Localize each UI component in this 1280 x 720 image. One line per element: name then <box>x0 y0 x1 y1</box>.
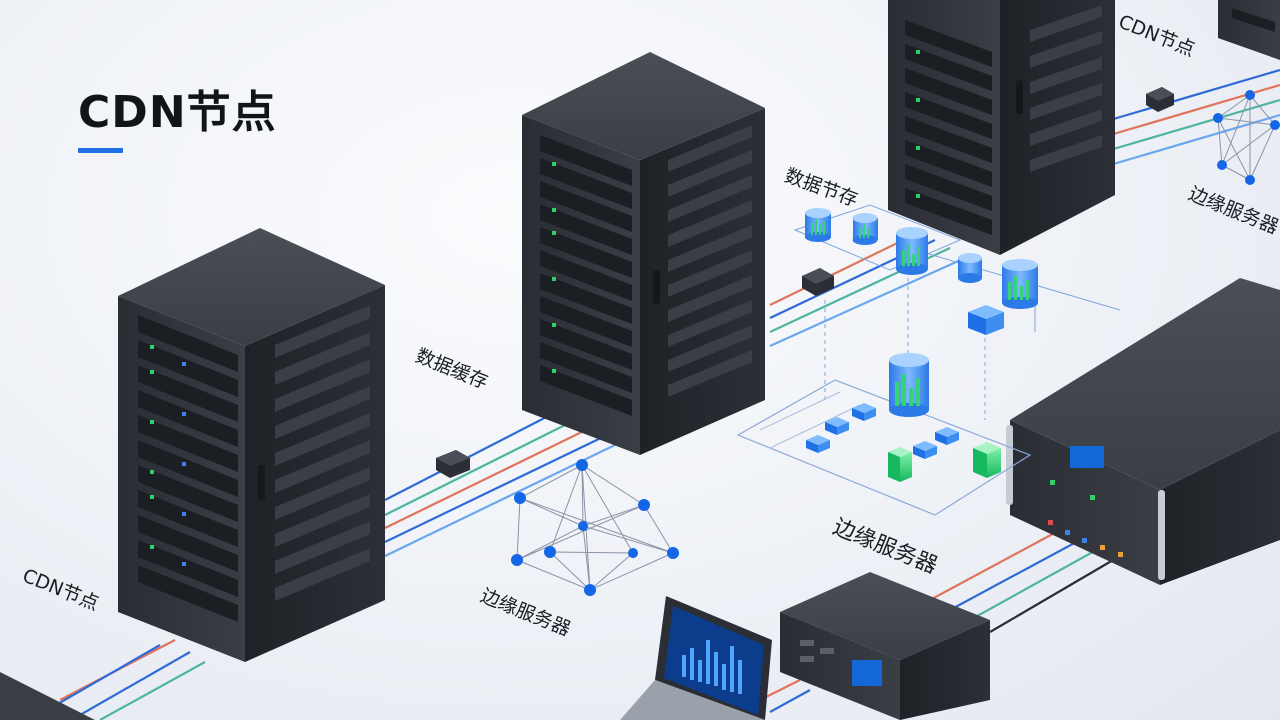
server-rack-left <box>118 228 385 662</box>
edge-server-appliance <box>1006 278 1280 585</box>
data-block <box>852 403 876 421</box>
data-block <box>913 441 937 459</box>
cable-connector <box>1146 87 1174 112</box>
storage-cylinder <box>896 227 928 275</box>
cable-connector <box>436 450 470 478</box>
data-block <box>935 427 959 445</box>
data-block <box>825 417 849 435</box>
storage-cylinder <box>1002 259 1038 309</box>
server-rack-center <box>522 52 765 455</box>
storage-block <box>968 305 1004 335</box>
data-storage-cluster <box>793 204 1121 420</box>
storage-cylinder <box>805 208 831 242</box>
storage-cylinder <box>889 353 929 417</box>
green-chart-block <box>973 442 1001 478</box>
data-block <box>806 435 830 453</box>
storage-cylinder <box>852 213 878 245</box>
cable-connector <box>802 268 834 296</box>
laptop <box>620 596 772 720</box>
storage-cylinder <box>958 253 982 283</box>
device-partial <box>0 672 95 720</box>
network-switch <box>780 572 990 720</box>
server-rack-top <box>888 0 1115 255</box>
network-cables <box>29 68 1280 720</box>
edge-network-graph <box>511 459 679 596</box>
server-rack-far-right <box>1218 0 1280 60</box>
green-chart-block <box>888 447 912 482</box>
title-underline <box>78 148 123 153</box>
edge-network-graph-top <box>1213 90 1280 185</box>
edge-server-platform <box>736 353 1032 516</box>
page-title: CDN节点 <box>78 87 277 138</box>
